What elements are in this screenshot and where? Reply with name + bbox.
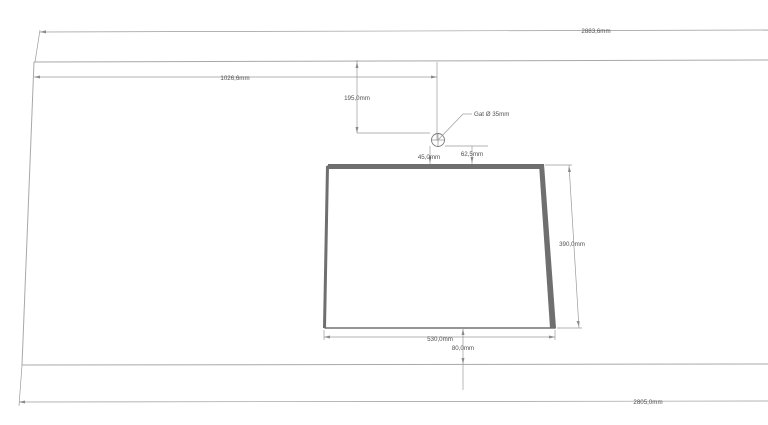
dimension-cutout-height: 390,0mm bbox=[545, 164, 585, 329]
hole-symbol: Gat Ø 35mm bbox=[431, 111, 509, 147]
label-offset-left: 1026,6mm bbox=[220, 75, 249, 82]
label-total-width-bottom: 2805,0mm bbox=[633, 399, 662, 406]
dimension-bottom-offset: 80,0mm bbox=[452, 328, 474, 390]
sink-cutout bbox=[323, 164, 556, 329]
label-total-width-top: 2883,6mm bbox=[581, 28, 610, 35]
dimension-cutout-width: 530,0mm bbox=[323, 330, 556, 343]
dimension-offset-left: 1026,6mm bbox=[34, 62, 438, 140]
dimension-hole-vertical: 195,0mm bbox=[344, 60, 430, 134]
label-hole-gap-left: 45,0mm bbox=[418, 154, 440, 161]
dimension-hole-gaps: 45,0mm 62,5mm bbox=[418, 146, 483, 165]
label-bottom-offset: 80,0mm bbox=[452, 345, 474, 352]
label-cutout-width: 530,0mm bbox=[427, 336, 453, 343]
dimension-total-width-bottom: 2805,0mm bbox=[18, 364, 768, 407]
label-hole-vertical: 195,0mm bbox=[344, 95, 370, 102]
label-cutout-height: 390,0mm bbox=[559, 241, 585, 248]
worktop-outline bbox=[21, 59, 768, 366]
label-hole-gap-right: 62,5mm bbox=[461, 151, 483, 158]
label-hole: Gat Ø 35mm bbox=[474, 111, 509, 118]
dimension-total-width-top: 2883,6mm bbox=[34, 28, 768, 63]
